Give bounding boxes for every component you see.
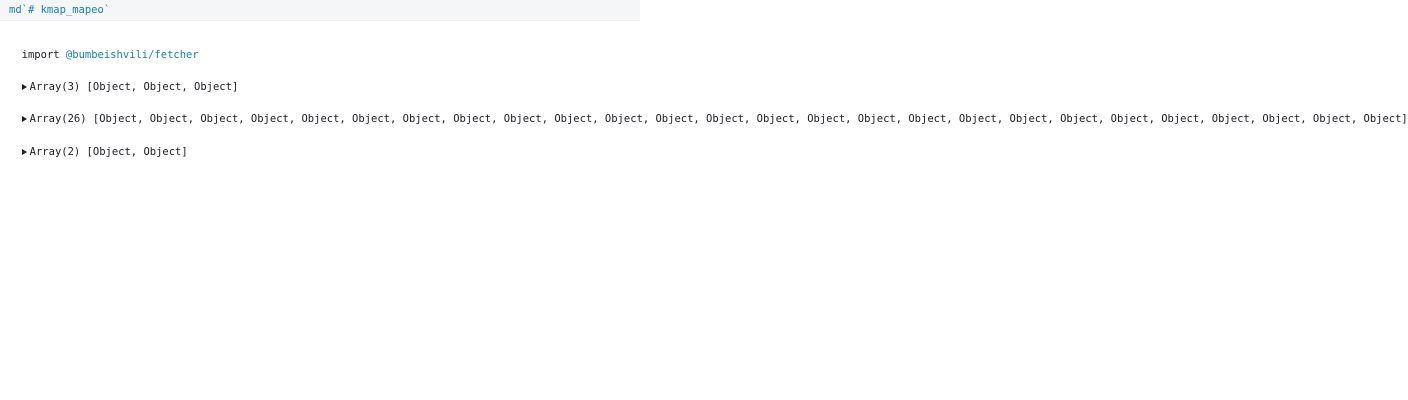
output-array-3[interactable]: Array(2) [Object, Object] [9, 134, 188, 158]
markdown-cell-header[interactable]: md`# kmap_mapeo` [0, 0, 640, 21]
output-array-1[interactable]: Array(3) [Object, Object, Object] [9, 69, 238, 93]
output-array-2-label: Array(26) [Object, Object, Object, Objec… [29, 113, 1408, 125]
import-module-link[interactable]: @bumbeishvili/fetcher [65, 49, 199, 61]
triangle-right-icon[interactable] [21, 116, 27, 122]
output-array-1-label: Array(3) [Object, Object, Object] [29, 81, 239, 93]
md-tag: md` [9, 4, 28, 16]
import-cell[interactable]: import @bumbeishvili/fetcher [9, 37, 199, 61]
markdown-cell-source[interactable]: md`# kmap_mapeo` [9, 4, 110, 16]
output-array-3-label: Array(2) [Object, Object] [29, 146, 188, 158]
md-heading-text: # kmap_mapeo` [27, 4, 111, 16]
output-array-2[interactable]: Array(26) [Object, Object, Object, Objec… [9, 101, 1408, 125]
triangle-right-icon[interactable] [21, 149, 27, 155]
triangle-right-icon[interactable] [21, 84, 27, 90]
import-keyword: import [21, 49, 60, 61]
